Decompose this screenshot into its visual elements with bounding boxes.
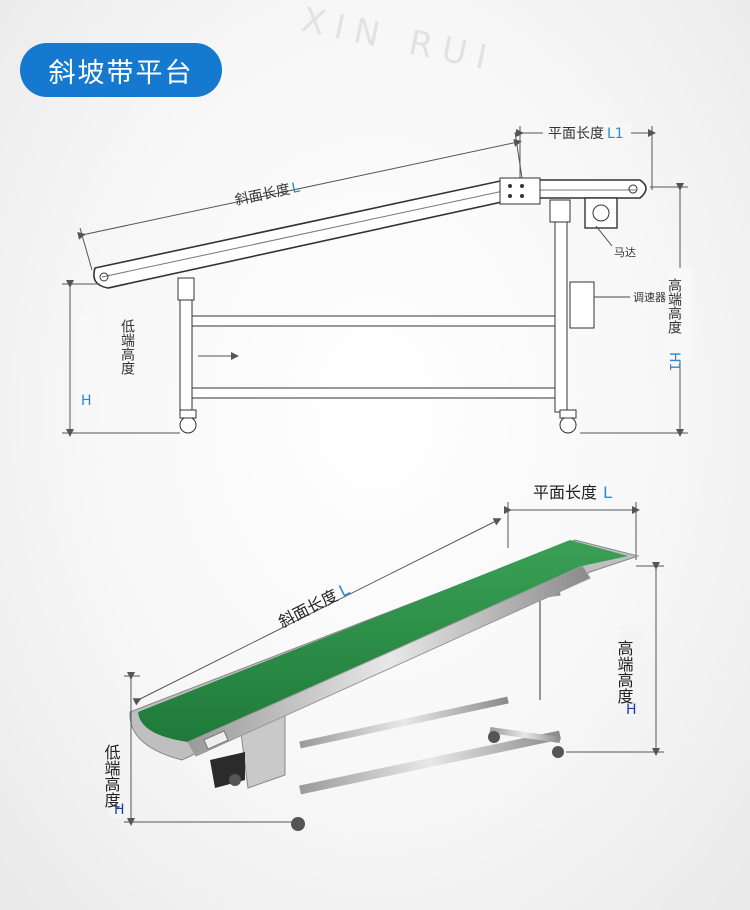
photo-low-height-unit: H — [114, 802, 125, 818]
motor-icon — [592, 204, 610, 222]
caster-left — [179, 416, 197, 434]
photo-flat-length-unit: L — [603, 483, 612, 502]
photo-slope-length-text: 斜面长度 — [275, 586, 341, 632]
high-height-unit: H1 — [666, 352, 682, 371]
photo-green-belt — [138, 540, 628, 742]
flat-length-unit: L1 — [607, 126, 624, 142]
photo-caster-2 — [229, 774, 241, 786]
upper-crossbar — [191, 315, 556, 327]
flat-label-bg — [543, 123, 631, 143]
photo-slope-length-label: 斜面长度 L — [275, 580, 352, 632]
right-bracket — [549, 199, 571, 223]
slope-length-unit: L — [290, 180, 301, 197]
flat-length-text: 平面长度 — [548, 126, 604, 142]
slope-ext-left — [79, 227, 93, 271]
title-badge: 斜坡带平台 — [20, 43, 222, 97]
technical-drawing: 斜面长度 L 平面长度 L1 马达 调速器 — [62, 123, 692, 437]
page-title: 斜坡带平台 — [48, 57, 194, 89]
photo-caster-4 — [552, 746, 564, 758]
left-leg — [179, 299, 193, 411]
product-render: 平面长度 L 斜面长度 L 低端高度 — [102, 483, 664, 831]
high-height-text: 高端高度 — [666, 277, 682, 334]
slope-dimension-line — [77, 138, 522, 240]
photo-low-height-text: 低端高度 — [102, 744, 121, 808]
lower-crossbar — [191, 387, 556, 399]
photo-flat-length-text: 平面长度 — [533, 483, 597, 502]
photo-high-height-label-bg — [620, 626, 644, 720]
roller-right — [628, 184, 638, 194]
high-height-label-bg — [668, 268, 692, 360]
photo-side-rail — [187, 565, 591, 757]
motor-label: 马达 — [614, 246, 636, 259]
photo-low-height-label-bg — [108, 728, 130, 818]
low-height-unit: H — [81, 393, 92, 409]
photo-caster-1 — [291, 817, 305, 831]
conveyor-frame — [93, 179, 647, 289]
motor-leader — [595, 225, 613, 247]
photo-slope-dimension-line — [132, 518, 502, 706]
low-height-label-bg — [76, 316, 96, 408]
roller-left — [99, 272, 109, 282]
joint-plate — [499, 177, 541, 205]
photo-mid-rail — [299, 696, 509, 749]
photo-high-height-unit: H — [626, 702, 637, 718]
photo-caster-3 — [488, 731, 500, 743]
motor-box — [584, 197, 618, 229]
left-bracket — [177, 277, 195, 301]
caster-right — [559, 416, 577, 434]
photo-high-height-text: 高端高度 — [615, 640, 634, 704]
speed-controller-label: 调速器 — [633, 291, 666, 304]
right-leg — [554, 221, 568, 413]
slope-ext-right — [514, 131, 523, 179]
speed-controller-box — [569, 281, 595, 329]
slope-length-text: 斜面长度 — [234, 182, 292, 209]
slope-length-label: 斜面长度 L — [234, 180, 302, 209]
photo-lower-rail — [299, 730, 561, 795]
